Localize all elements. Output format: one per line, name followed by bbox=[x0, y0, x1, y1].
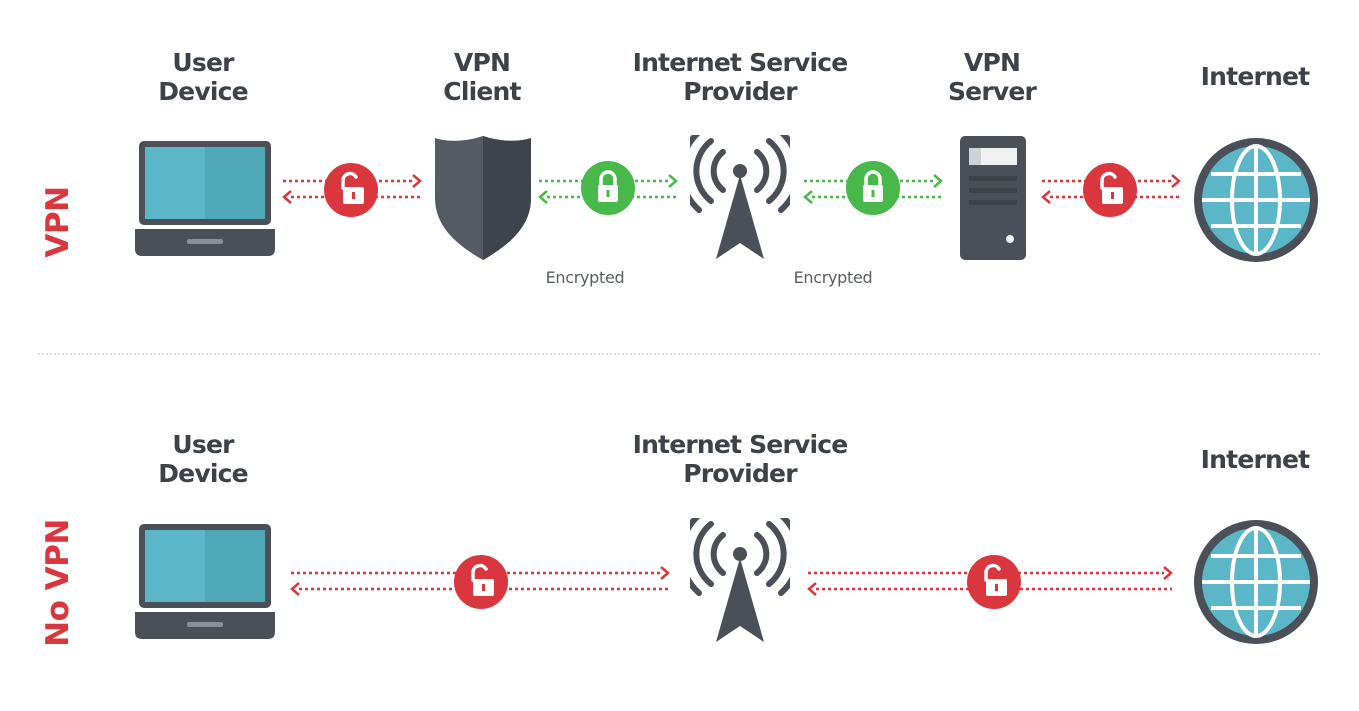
label-isp: Internet Service Provider bbox=[632, 48, 849, 106]
label-vpn-server: VPN Server bbox=[947, 48, 1037, 106]
connection-client-isp bbox=[538, 166, 679, 210]
label-user-device: User Device bbox=[158, 430, 248, 488]
unlocked-padlock-icon bbox=[1082, 162, 1138, 218]
globe-icon bbox=[1192, 518, 1320, 646]
label-internet: Internet bbox=[1200, 445, 1310, 474]
locked-padlock-icon bbox=[845, 160, 901, 216]
label-internet: Internet bbox=[1200, 62, 1310, 91]
novpn-row-label: No VPN bbox=[40, 519, 76, 647]
unlocked-padlock-icon bbox=[323, 162, 379, 218]
row-divider bbox=[38, 353, 1320, 355]
antenna-tower-icon bbox=[690, 518, 790, 642]
connection-isp-server bbox=[803, 166, 944, 210]
label-isp: Internet Service Provider bbox=[632, 430, 849, 488]
encrypted-label-2: Encrypted bbox=[793, 268, 873, 287]
globe-icon bbox=[1192, 136, 1320, 264]
vpn-row-label: VPN bbox=[40, 186, 76, 258]
connection-device-client bbox=[282, 166, 423, 210]
antenna-tower-icon bbox=[690, 135, 790, 259]
label-vpn-client: VPN Client bbox=[443, 48, 521, 106]
laptop-icon bbox=[135, 524, 275, 639]
unlocked-padlock-icon bbox=[453, 554, 509, 610]
connection-device-isp bbox=[290, 558, 671, 602]
shield-icon bbox=[435, 136, 531, 260]
connection-isp-internet bbox=[807, 558, 1174, 602]
label-user-device: User Device bbox=[158, 48, 248, 106]
locked-padlock-icon bbox=[580, 160, 636, 216]
encrypted-label-1: Encrypted bbox=[545, 268, 625, 287]
connection-server-internet bbox=[1041, 166, 1182, 210]
server-icon bbox=[960, 136, 1026, 260]
unlocked-padlock-icon bbox=[966, 554, 1022, 610]
laptop-icon bbox=[135, 141, 275, 256]
